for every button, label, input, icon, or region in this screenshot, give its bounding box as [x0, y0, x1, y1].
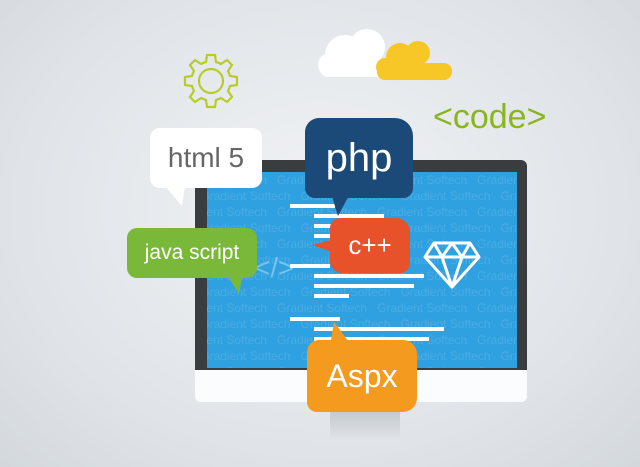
php-bubble: php	[305, 118, 413, 198]
cpp-label: c++	[348, 230, 392, 260]
code-line	[314, 274, 424, 278]
cloud-icon	[318, 29, 452, 80]
html5-bubble: html 5	[150, 128, 262, 188]
code-line	[314, 284, 414, 288]
code-line	[314, 337, 429, 341]
javascript-bubble: java script	[127, 228, 257, 278]
code-line	[314, 294, 349, 298]
code-line	[290, 204, 335, 208]
cpp-bubble: c++	[330, 218, 410, 273]
code-symbol: </>	[254, 252, 295, 283]
code-line	[314, 327, 444, 331]
aspx-label: Aspx	[326, 357, 398, 394]
html5-label: html 5	[167, 142, 245, 173]
javascript-label: java script	[144, 241, 240, 264]
code-tag-text: <code>	[433, 98, 547, 136]
code-line	[314, 214, 384, 218]
gear-icon	[183, 53, 239, 109]
code-line	[290, 317, 340, 321]
aspx-bubble: Aspx	[307, 340, 417, 412]
php-label: php	[325, 135, 393, 180]
code-line	[290, 264, 330, 268]
diamond-icon	[423, 241, 481, 289]
